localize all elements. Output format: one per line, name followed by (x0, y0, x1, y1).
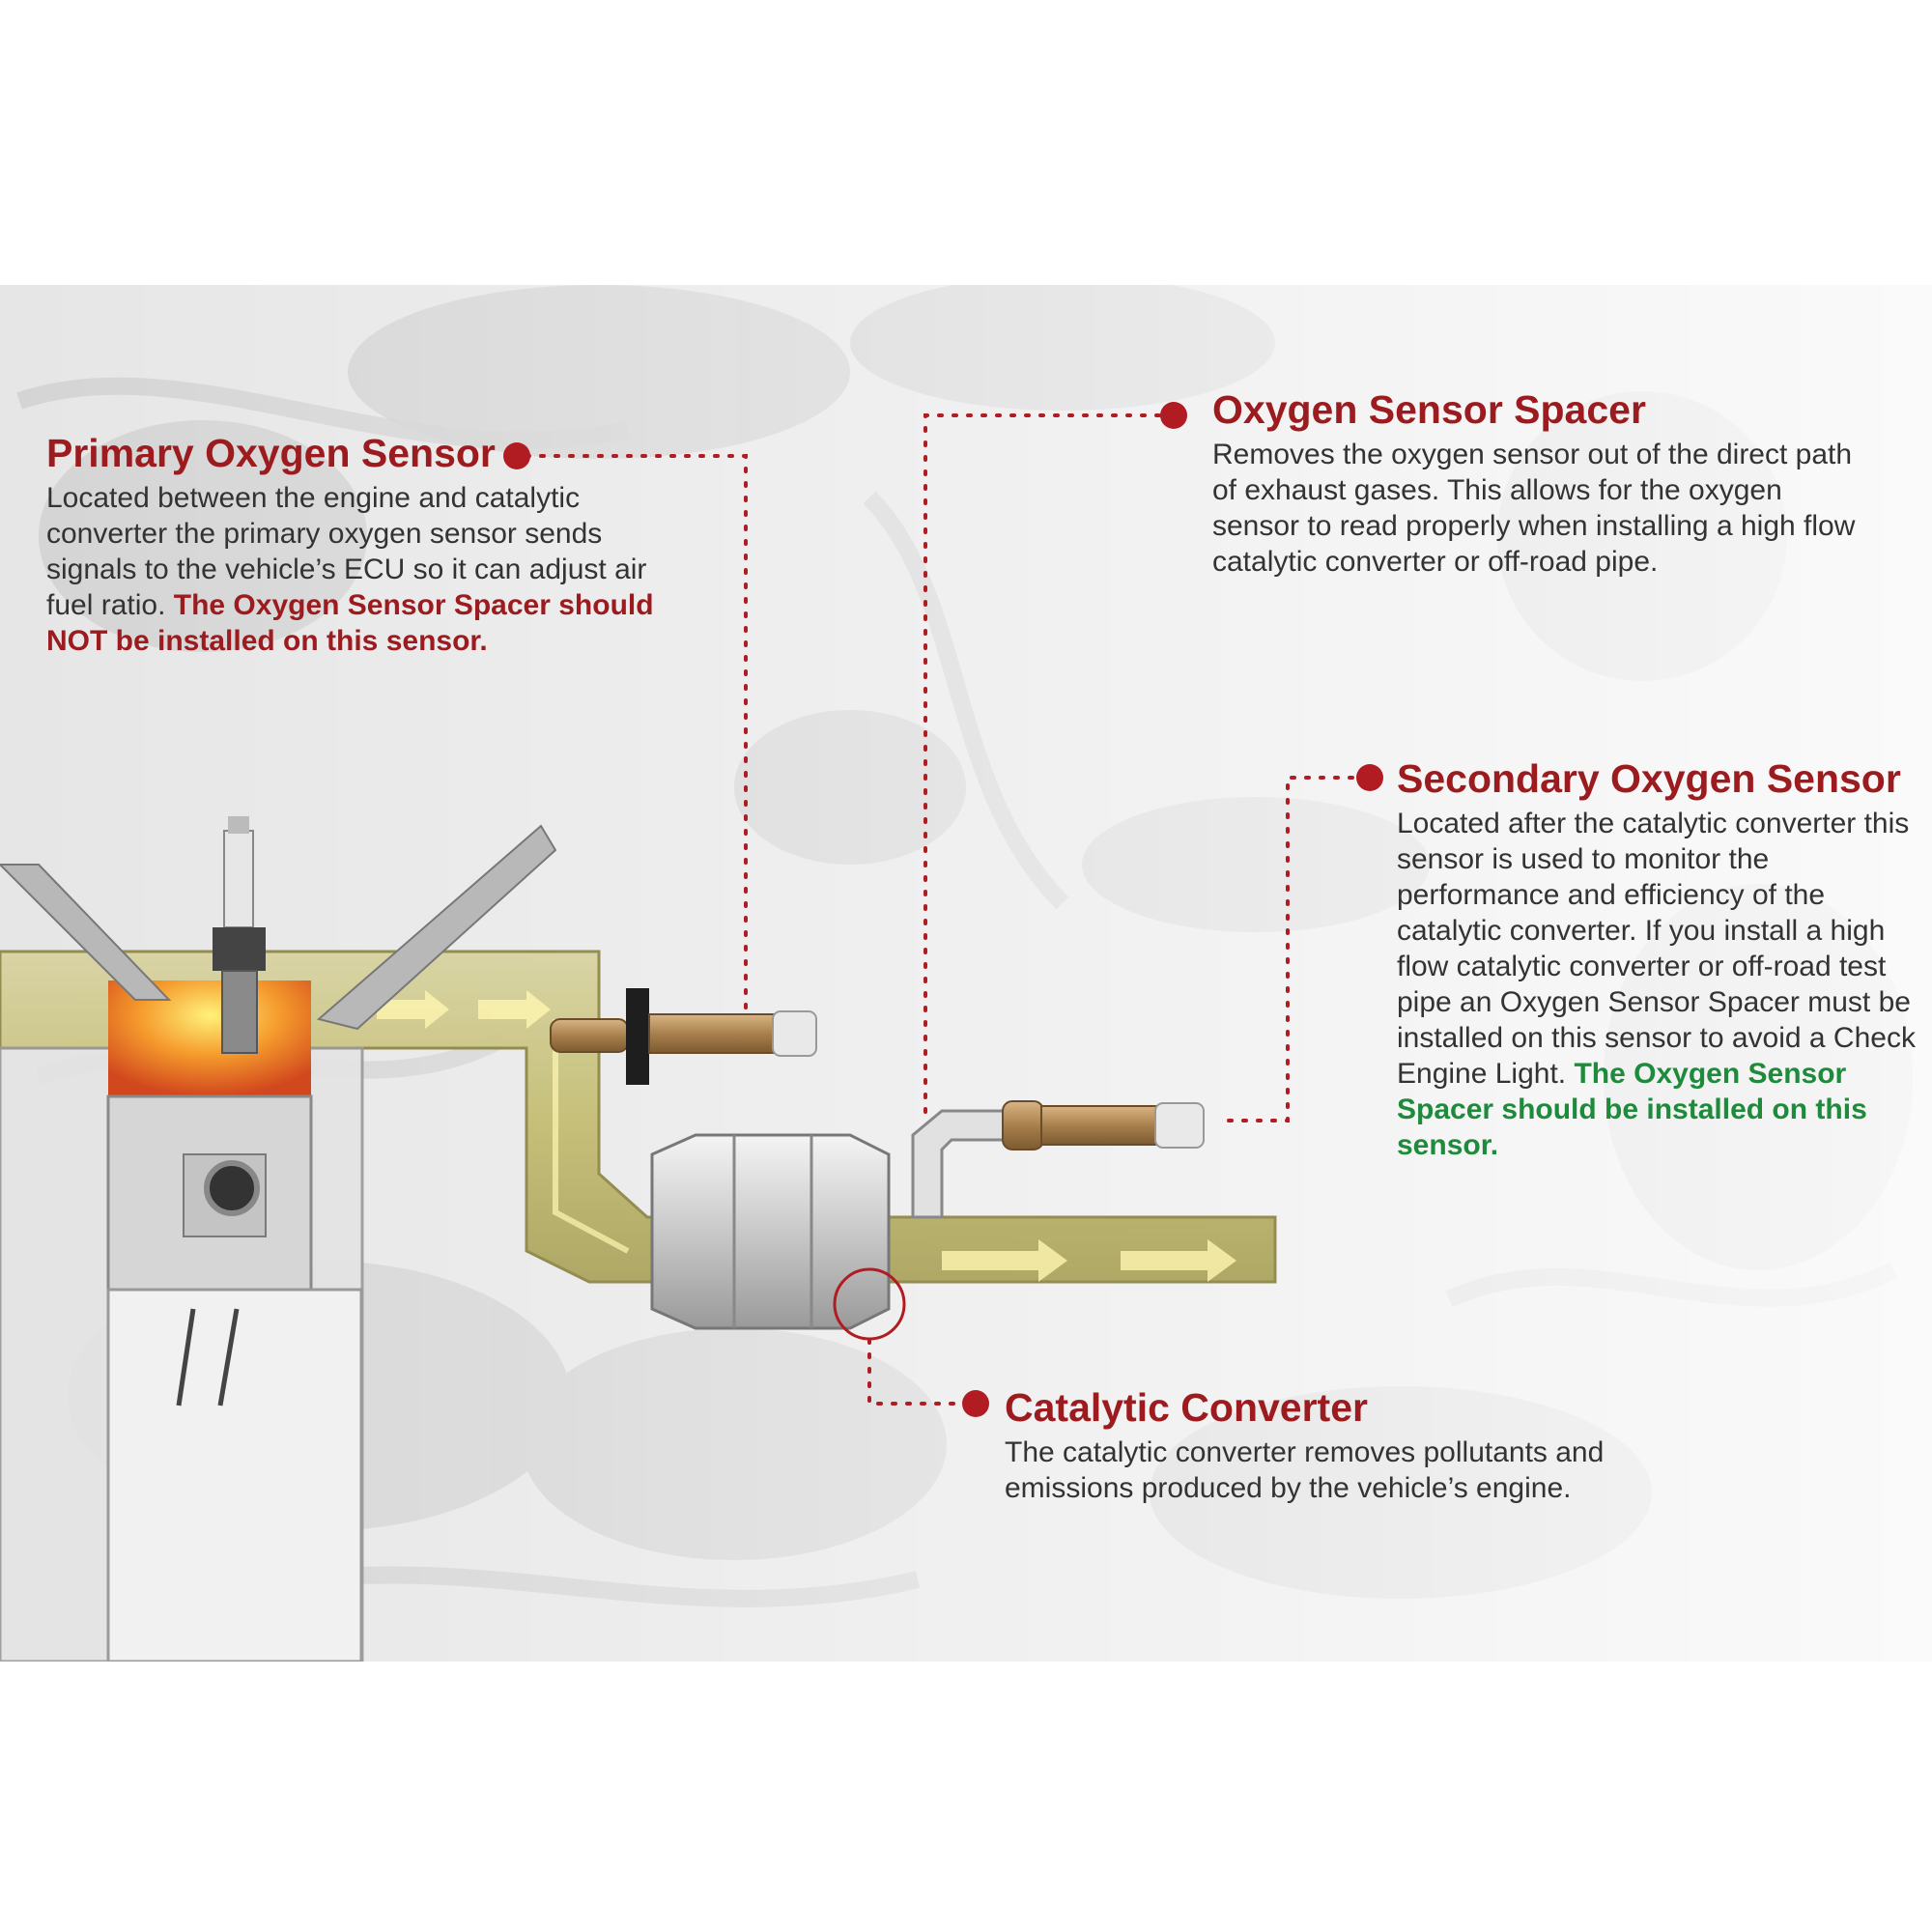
secondary-oxygen-sensor (911, 1100, 1205, 1219)
catalytic-converter-shape (650, 1133, 906, 1341)
wrist-pin (204, 1160, 260, 1216)
intake-valve (0, 864, 172, 1001)
engine-bay-background (0, 285, 1932, 1662)
flow-arrows (377, 990, 1236, 1282)
callout-body: The catalytic converter removes pollutan… (1005, 1436, 1605, 1504)
leader-primary (525, 454, 748, 1021)
exhaust-valve (316, 824, 557, 1031)
callout-description: Located after the catalytic converter th… (1397, 808, 1916, 1090)
callout-body: Located between the engine and catalytic… (46, 480, 684, 659)
dot-catalytic (962, 1390, 989, 1417)
spark-plug (213, 816, 266, 1054)
leader-secondary (1215, 776, 1369, 1122)
dot-primary (503, 442, 530, 469)
callout-primary-oxygen-sensor: Primary Oxygen Sensor Located between th… (46, 430, 684, 659)
callout-title: Primary Oxygen Sensor (46, 431, 496, 475)
callout-body: Located after the catalytic converter th… (1397, 806, 1918, 1163)
dot-spacer (1160, 402, 1187, 429)
callout-warning: The Oxygen Sensor Spacer should NOT be i… (46, 589, 654, 657)
exhaust-system-diagram (0, 402, 1383, 1662)
diagram-panel: Primary Oxygen Sensor Located between th… (0, 285, 1932, 1662)
leader-dots (503, 402, 1383, 1417)
callout-recommendation: The Oxygen Sensor Spacer should be insta… (1397, 1058, 1867, 1161)
callout-description: Located between the engine and catalytic… (46, 482, 647, 621)
callout-oxygen-sensor-spacer: Oxygen Sensor Spacer Removes the oxygen … (1212, 386, 1869, 580)
leader-catalytic (867, 1338, 976, 1406)
leader-lines (525, 413, 1369, 1406)
leader-spacer (923, 413, 1176, 1116)
callout-catalytic-converter: Catalytic Converter The catalytic conver… (1005, 1384, 1623, 1506)
callout-title: Catalytic Converter (1005, 1385, 1368, 1430)
callout-body: Removes the oxygen sensor out of the dir… (1212, 439, 1856, 578)
primary-oxygen-sensor (550, 988, 817, 1085)
callout-title: Oxygen Sensor Spacer (1212, 387, 1646, 432)
engine-cylinder (0, 816, 557, 1662)
callout-title: Secondary Oxygen Sensor (1397, 756, 1901, 801)
spacer-elbow (911, 1109, 1007, 1219)
callout-secondary-oxygen-sensor: Secondary Oxygen Sensor Located after th… (1397, 755, 1918, 1163)
dot-secondary (1356, 764, 1383, 791)
